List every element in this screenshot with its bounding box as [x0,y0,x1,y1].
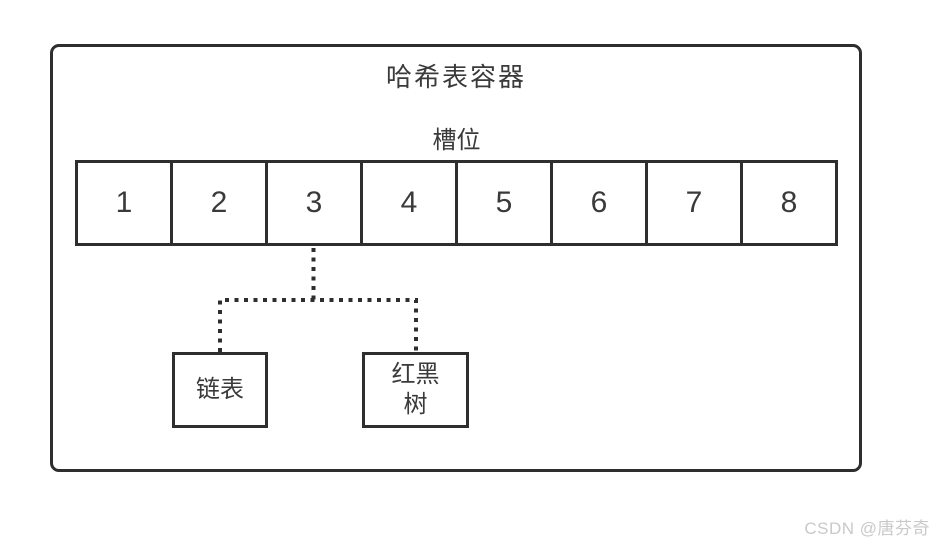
slot-1: 1 [78,163,173,243]
slots-label: 槽位 [432,127,481,154]
bucket-red-black-tree-label: 红黑树 [391,361,440,418]
slot-4: 4 [363,163,458,243]
slot-2: 2 [173,163,268,243]
slot-row: 1 2 3 4 5 6 7 8 [75,160,838,246]
bucket-linked-list-label: 链表 [196,376,244,403]
diagram-title: 哈希表容器 [385,62,526,92]
slot-6: 6 [553,163,648,243]
csdn-watermark: CSDN @唐芬奇 [804,519,930,538]
slot-5: 5 [458,163,553,243]
slot-8: 8 [780,186,798,219]
slot-7: 7 [648,163,743,243]
bucket-linked-list: 链表 [172,352,268,428]
slot-3: 3 [268,163,363,243]
bucket-red-black-tree: 红黑树 [362,352,469,428]
